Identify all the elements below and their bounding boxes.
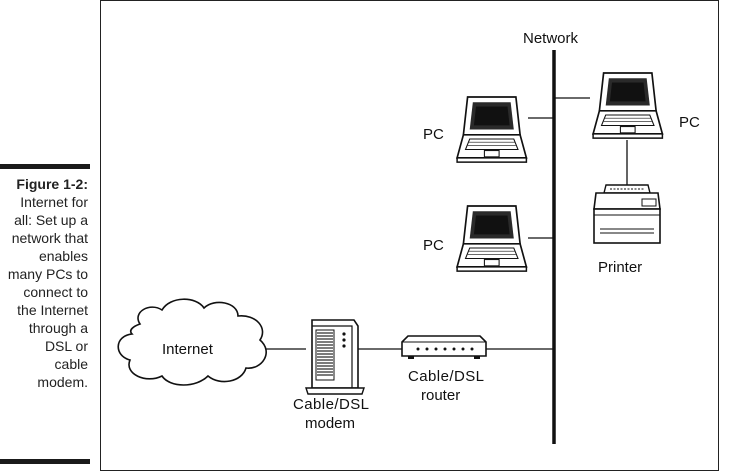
router-label-line2: router [421, 387, 460, 404]
router-icon [401, 335, 487, 359]
printer-icon [593, 184, 661, 244]
pc-label-3: PC [679, 114, 700, 131]
internet-cloud-icon [117, 298, 267, 386]
laptop-icon [456, 96, 528, 163]
caption-rule-bottom [0, 459, 90, 464]
figure-title: Figure 1-2: [16, 176, 88, 192]
network-label: Network [523, 30, 579, 47]
laptop-icon [456, 205, 528, 272]
pc-label-1: PC [423, 126, 444, 143]
internet-label: Internet [162, 341, 214, 358]
modem-label-line2: modem [305, 415, 355, 432]
router-label-line1: Cable/DSL [408, 368, 484, 385]
laptop-icon [592, 72, 664, 139]
printer-label: Printer [598, 259, 642, 276]
pc-label-2: PC [423, 237, 444, 254]
caption-rule-top [0, 164, 90, 169]
modem-label-line1: Cable/DSL [293, 396, 369, 413]
modem-icon [305, 319, 365, 395]
figure-description: Internet for all: Set up a network that … [7, 194, 88, 390]
figure-caption: Figure 1-2: Internet for all: Set up a n… [0, 175, 88, 391]
